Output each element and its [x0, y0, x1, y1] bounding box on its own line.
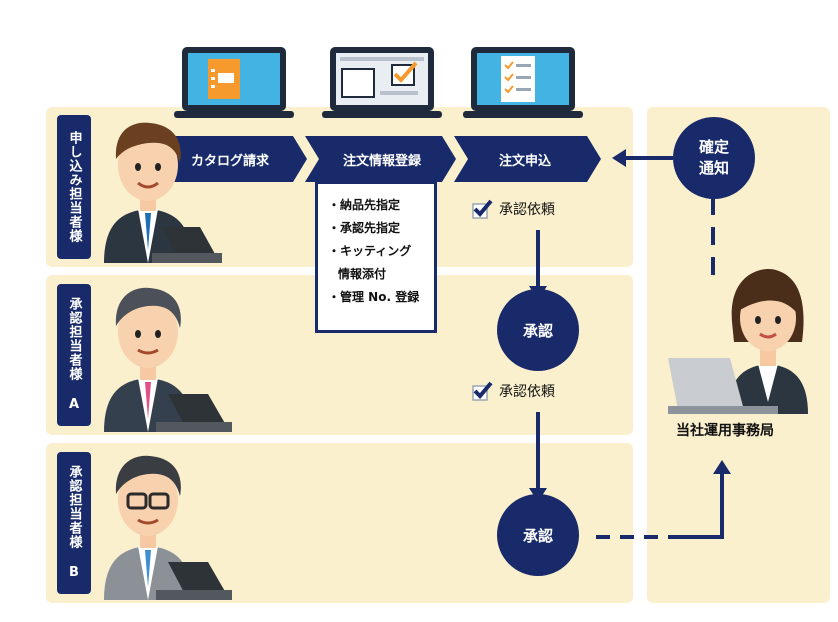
confirm-notice-label: 確定 通知 [698, 138, 729, 177]
list-item: ・承認先指定 [328, 221, 401, 235]
role-approver-b-label: 承認担当者様 B [66, 465, 82, 581]
role-approver-a-label: 承認担当者様 A [66, 297, 82, 413]
order-info-laptop-icon [322, 47, 442, 118]
office-staff-person-icon [668, 268, 808, 414]
office-label: 当社運用事務局 [676, 423, 774, 439]
checkbox-check-icon [472, 199, 493, 219]
approval-request-2: 承認依頼 [471, 380, 555, 402]
list-item: ・納品先指定 [328, 198, 401, 212]
order-info-list: ・納品先指定 ・承認先指定 ・キッティング 情報添付 ・管理 No. 登録 [315, 181, 437, 333]
checkbox-check-icon [472, 381, 493, 401]
role-requester-label: 申し込み担当者様 [66, 131, 82, 243]
list-item: 情報添付 [338, 267, 387, 281]
approver-a-person-icon [104, 287, 232, 432]
requester-person-icon [104, 122, 222, 263]
process-chevrons [157, 136, 601, 182]
role-approver-b: 承認担当者様 B [57, 452, 91, 594]
catalog-laptop-icon [174, 47, 294, 118]
approval-request-label: 承認依頼 [499, 384, 555, 400]
role-approver-a: 承認担当者様 A [57, 284, 91, 426]
approve-label: 承認 [522, 321, 553, 340]
approve-label: 承認 [522, 526, 553, 545]
confirm-notice-circle: 確定 通知 [673, 117, 755, 199]
step-catalog-request: カタログ請求 [190, 154, 269, 169]
order-apply-laptop-icon [463, 47, 583, 118]
approve-a-circle: 承認 [497, 289, 579, 371]
step-order-info: 注文情報登録 [342, 154, 421, 169]
step-order-apply: 注文申込 [498, 154, 551, 169]
approver-b-person-icon [104, 455, 232, 600]
approval-request-1: 承認依頼 [471, 198, 555, 220]
list-item: ・管理 No. 登録 [328, 290, 420, 304]
approve-b-circle: 承認 [497, 494, 579, 576]
list-item: ・キッティング [328, 244, 412, 258]
approval-request-label: 承認依頼 [499, 202, 555, 218]
role-requester: 申し込み担当者様 [57, 115, 91, 259]
